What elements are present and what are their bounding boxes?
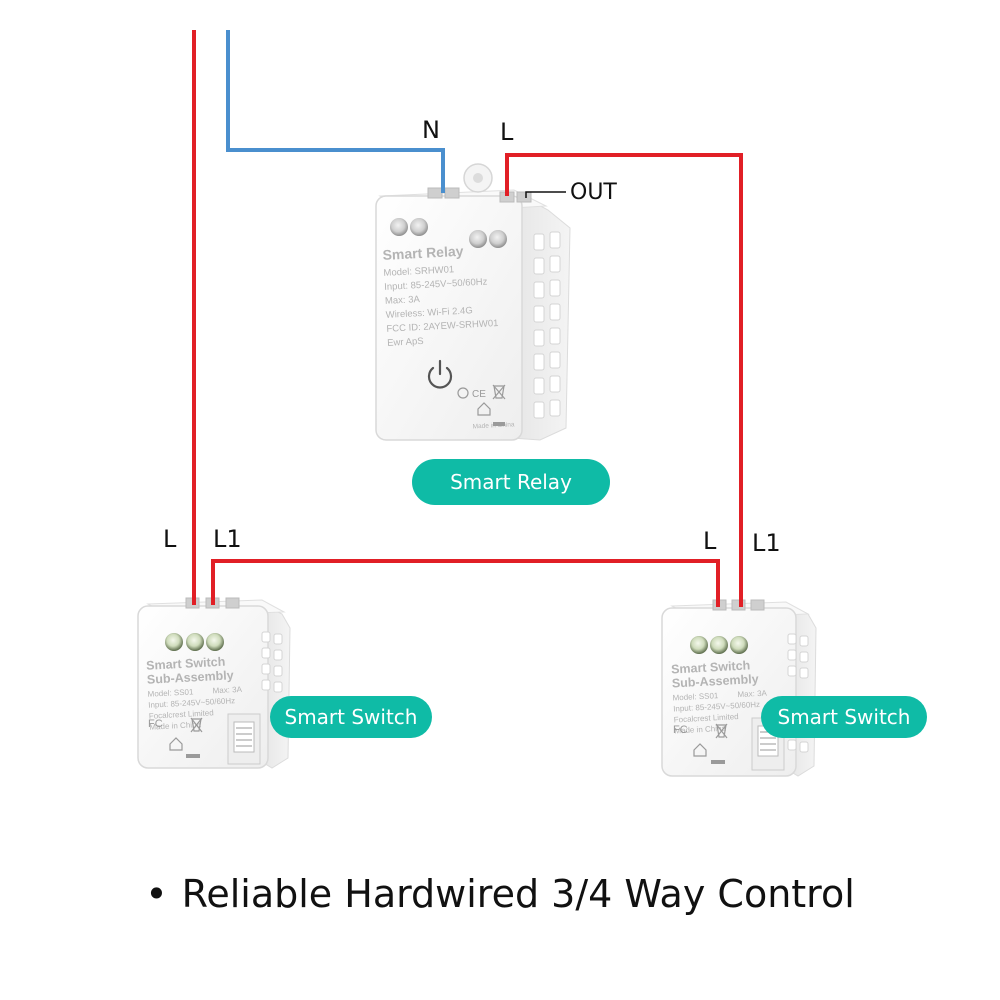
terminal-label-relay-l: L bbox=[500, 118, 514, 146]
relay-wireless: Wireless: Wi-Fi 2.4G bbox=[385, 305, 473, 321]
switch-left-title-1: Smart Switch bbox=[146, 655, 226, 673]
relay-brand: Ewr ApS bbox=[387, 336, 424, 349]
switch-left-title-2: Sub-Assembly bbox=[147, 668, 234, 687]
caption-bullet: • bbox=[145, 872, 168, 916]
smart-switch-badge-left: Smart Switch bbox=[270, 696, 432, 738]
relay-live-wire bbox=[505, 153, 743, 607]
terminal-label-left-l: L bbox=[163, 525, 177, 553]
relay-vents bbox=[533, 231, 561, 419]
terminal-label-n: N bbox=[422, 116, 440, 144]
switch-left-model: Model: SS01 bbox=[147, 687, 194, 698]
switch-right-title-2: Sub-Assembly bbox=[671, 672, 758, 691]
certification-icons: CE bbox=[457, 384, 506, 426]
neutral-wire bbox=[226, 30, 445, 193]
switch-right-model: Model: SS01 bbox=[672, 691, 719, 702]
smart-relay-badge: Smart Relay bbox=[412, 459, 610, 505]
relay-max: Max: 3A bbox=[385, 294, 421, 307]
switch-left-maker: Focalcrest Limited bbox=[149, 708, 214, 720]
terminal-label-out: OUT bbox=[570, 180, 617, 205]
relay-input: Input: 85-245V~50/60Hz bbox=[384, 276, 488, 292]
switch-left-max: Max: 3A bbox=[212, 685, 242, 696]
caption-text: Reliable Hardwired 3/4 Way Control bbox=[181, 872, 855, 916]
switch-left-cert-icons: FC bbox=[148, 717, 203, 758]
pairing-button-icon bbox=[427, 359, 453, 389]
terminal-label-right-l1: L1 bbox=[752, 529, 781, 557]
svg-text:FC: FC bbox=[673, 724, 688, 736]
svg-text:FC: FC bbox=[148, 718, 163, 730]
switch-right-maker: Focalcrest Limited bbox=[674, 712, 739, 724]
out-pointer-line bbox=[525, 191, 566, 198]
smart-switch-badge-right: Smart Switch bbox=[761, 696, 927, 738]
relay-model: Model: SRHW01 bbox=[383, 264, 454, 279]
switch-right-max: Max: 3A bbox=[737, 689, 767, 700]
feature-caption: • Reliable Hardwired 3/4 Way Control bbox=[0, 872, 1000, 916]
switch-right-made-in: Made in China bbox=[674, 724, 727, 736]
switch-left-connector bbox=[227, 713, 261, 765]
switch-right-title-1: Smart Switch bbox=[671, 658, 751, 676]
smart-switch-device-left: Smart Switch Sub-Assembly Model: SS01 Ma… bbox=[137, 597, 291, 769]
traveler-wire bbox=[211, 559, 720, 607]
switch-right-cert-icons: FC bbox=[673, 723, 728, 764]
smart-switch-device-right: Smart Switch Sub-Assembly Model: SS01 Ma… bbox=[661, 599, 817, 777]
relay-title: Smart Relay bbox=[382, 243, 464, 263]
terminal-label-right-l: L bbox=[703, 527, 717, 555]
svg-text:CE: CE bbox=[472, 389, 486, 400]
smart-relay-device: Smart Relay Model: SRHW01 Input: 85-245V… bbox=[375, 163, 571, 441]
switch-left-made-in: Made in China bbox=[149, 720, 202, 732]
terminal-label-left-l1: L1 bbox=[213, 525, 242, 553]
